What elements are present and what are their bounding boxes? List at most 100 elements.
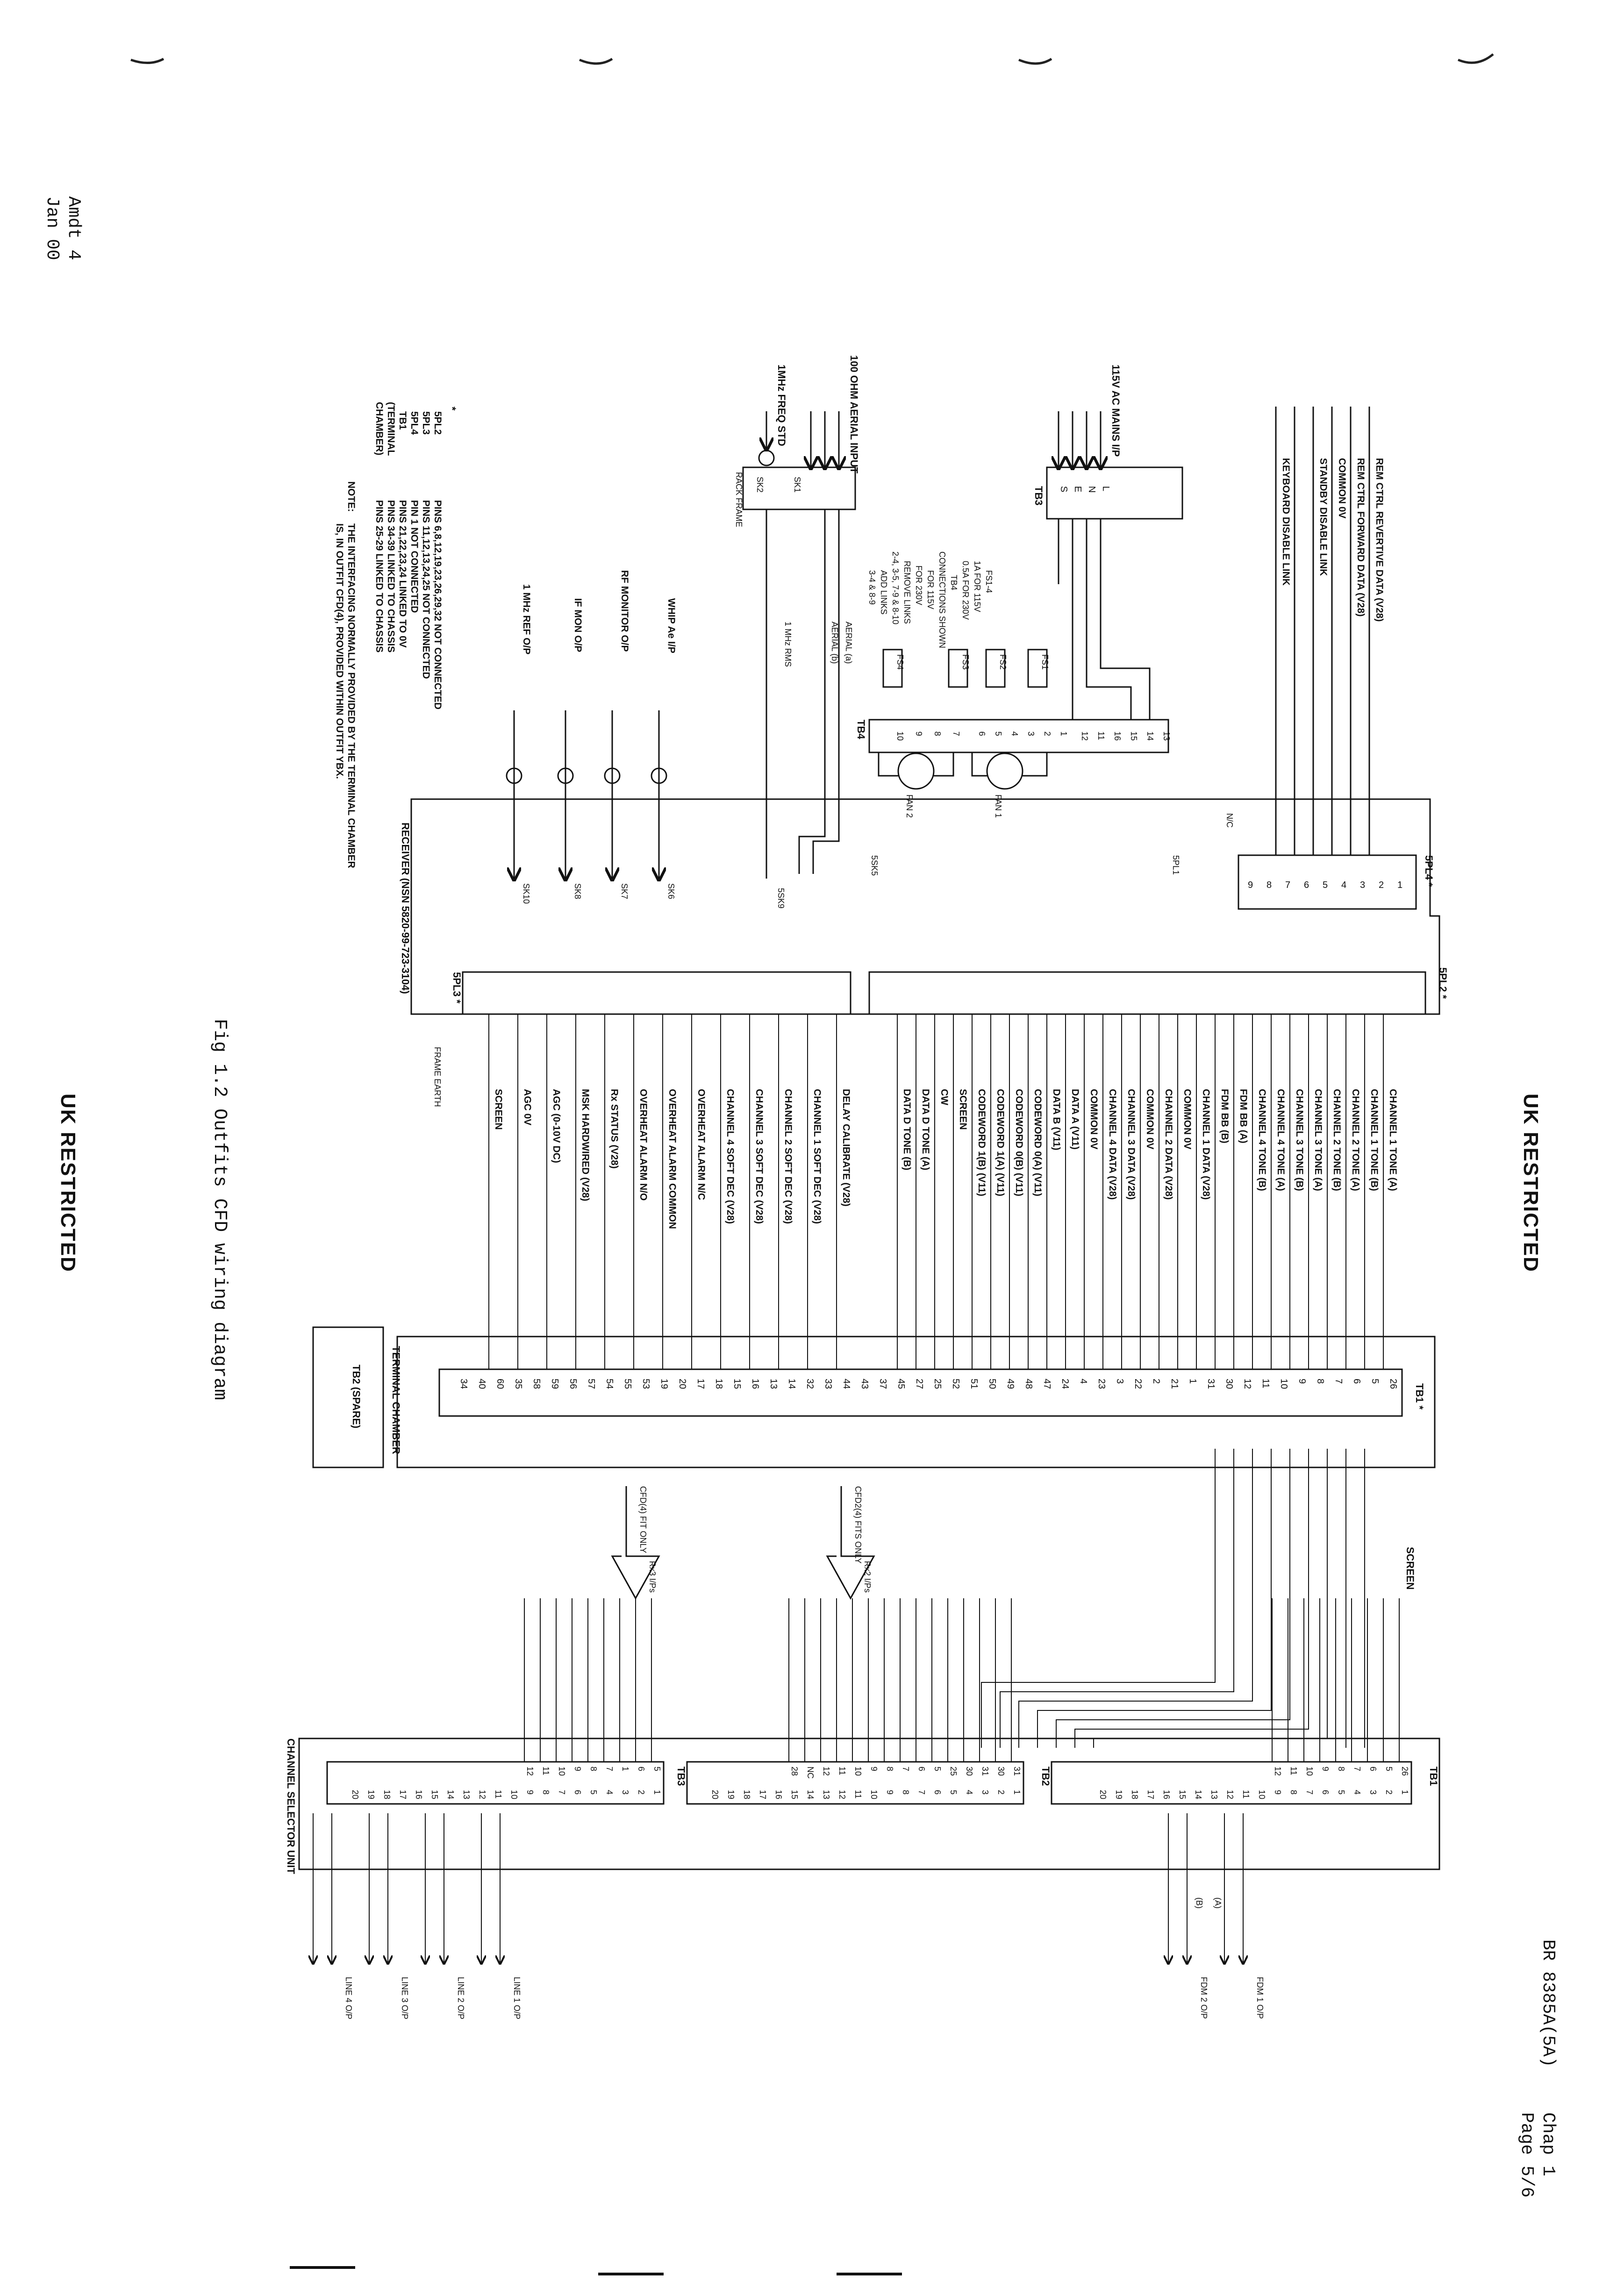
svg-text:N: N [1087,486,1097,493]
tb1-pin: 33 [823,1379,833,1389]
spl2-signal-label: CHANNEL 2 TONE (A) [1350,1089,1361,1191]
cs-tb2-pin: 1 [1012,1790,1022,1795]
cs-tb1-pin: 4 [1352,1790,1362,1795]
cs-tb2-pin: 5 [949,1790,958,1795]
signal-bundle-labels: CHANNEL 1 TONE (A)CHANNEL 1 TONE (B)CHAN… [493,1089,1398,1229]
svg-text:1A FOR 115V: 1A FOR 115V [973,561,982,612]
cs-tb2-input: 11 [837,1767,847,1775]
tb1-pin: 3 [1115,1379,1125,1384]
cs-tb1-pin: 12 [1225,1790,1235,1799]
svg-text:L: L [1101,486,1111,491]
cs-tb2-pin: 8 [901,1790,910,1795]
svg-text:3-4 & 8-9: 3-4 & 8-9 [867,570,877,605]
svg-text:1: 1 [1059,731,1068,736]
cs-tb3-pin: 16 [414,1790,423,1799]
cs-tb2-input: 9 [869,1767,879,1771]
selector-outputs [313,1813,1243,1963]
5sk9-label: 5SK9 [776,888,786,908]
cs-tb1-pin: 20 [1098,1790,1108,1799]
svg-text:12: 12 [1080,731,1089,741]
frame-earth-label: FRAME EARTH [433,1047,442,1107]
spl3-signal-label: MSK HARDWIRED (V28) [580,1089,591,1201]
connector-5pl3 [462,971,851,1015]
5pl2-label: 5PL2 * [1437,967,1449,999]
tb1-pin: 49 [1005,1379,1016,1389]
cs-tb2-input: 6 [917,1767,926,1771]
notes-block: * 5PL2 5PL3 5PL4 TB1 (TERMINAL CHAMBER) … [334,402,458,868]
aerial-a-label: AERIAL (a) [844,622,853,664]
remote-line-3: COMMON 0V [1337,458,1347,519]
tb1-pin: 27 [914,1379,924,1389]
cs-tb3-input: 12 [525,1767,535,1776]
note-line-2: IS, IN OUTFIT CFD(4), PROVIDED WITHIN OU… [334,523,345,779]
spl3-signal-label: Rx STATUS (V28) [609,1089,620,1169]
cs-tb2-input: 31 [980,1767,990,1776]
fuse-fs4: FS4 [895,654,905,670]
selector-feed-lines [524,1598,1400,1762]
cs-tb2-input: 5 [933,1767,942,1771]
svg-text:FOR 115V: FOR 115V [926,570,935,609]
cs-tb2-input: 8 [885,1767,894,1771]
svg-text:9: 9 [1248,880,1253,890]
terminal-chamber [312,1326,1436,1468]
svg-text:6: 6 [977,731,987,736]
cs-tb1-pin: 17 [1146,1790,1155,1799]
tb1-pin: 11 [1260,1379,1271,1388]
cs-tb3-input: 8 [589,1767,598,1771]
cs-tb3-input: 9 [573,1767,582,1771]
spl2-signal-label: FDM BB (B) [1219,1089,1230,1144]
svg-text:E: E [1073,486,1083,492]
signal-bundle [488,1014,1384,1369]
tb1-pin: 35 [513,1379,523,1389]
cs-tb1-pin: 11 [1241,1790,1251,1799]
cs-tb1-input: 5 [1384,1767,1394,1771]
cs-tb3-input: 7 [605,1767,614,1771]
5pl3-label: 5PL3 * [451,972,463,1004]
svg-text:8: 8 [933,731,942,736]
cs-tb1-pin: 2 [1384,1790,1394,1795]
cs-tb2-input: 7 [901,1767,910,1771]
cs-tb2-pin: 10 [869,1790,879,1799]
notes-text: PINS 6,8,12,19,23,26,29,32 NOT CONNECTED… [374,500,443,709]
tb1-pin: 34 [458,1379,469,1389]
5pl1-label: 5PL1 [1171,855,1181,875]
tb1-pin: 44 [841,1379,851,1389]
spl2-signal-label: COMMON 0V [1145,1089,1155,1150]
spl3-signal-label: CHANNEL 4 SOFT DEC (V28) [725,1089,736,1224]
tb3-power-label: TB3 [1033,486,1045,506]
5pl4-label: 5PL4 * [1423,855,1435,887]
cs-tb2-pin: 4 [965,1790,974,1795]
cs-tb1-input: 8 [1337,1767,1346,1771]
receiver-outline [410,798,1440,1015]
svg-text:13: 13 [1162,731,1171,741]
cs-tb1-input: 11 [1289,1767,1298,1775]
cs-tb2-input: 12 [822,1767,831,1776]
tb1-pin: 51 [969,1379,979,1389]
cs-tb3-pin: 15 [430,1790,439,1799]
ref-output-label: 1 MHz REF O/P [521,584,532,655]
tb1-pin: 4 [1078,1379,1088,1384]
spl2-signal-label: DATA D TONE (B) [902,1089,912,1170]
tb1-pin: 55 [622,1379,633,1389]
aerial-input-label: 100 OHM AERIAL INPUT [848,355,860,474]
sk1-label: SK1 [793,477,802,493]
cs-tb3-pin: 3 [621,1790,630,1795]
line-1-output: LINE 1 O/P [512,1977,522,2019]
cs-tb2-pin: 3 [980,1790,990,1795]
cs-tb2-pin: 11 [853,1790,863,1799]
rf-monitor-label: RF MONITOR O/P [619,570,630,652]
remote-control-lines [1275,407,1370,855]
cs-tb2-pin: 17 [758,1790,767,1799]
connector-5pl4: 5PL4 * N/C 1 2 3 4 5 6 7 8 9 [1225,813,1435,910]
lower-bundles [981,1449,1365,1748]
cs-tb3-pin: 19 [366,1790,376,1799]
cs-tb1-pin: 13 [1209,1790,1219,1799]
cs-tb2-pin: 20 [710,1790,720,1799]
tb1-pin: 56 [568,1379,578,1389]
channel-selector-pins: 1234567891011121314151617181920265678910… [351,1767,1410,1799]
tb1-pin: 37 [878,1379,888,1389]
remote-line-2: REM CTRL FORWARD DATA (V28) [1355,458,1366,617]
cs-tb1-pin: 18 [1130,1790,1139,1799]
cs-tb3-pin: 5 [589,1790,598,1795]
spl2-signal-label: CHANNEL 1 DATA (V28) [1201,1089,1211,1200]
